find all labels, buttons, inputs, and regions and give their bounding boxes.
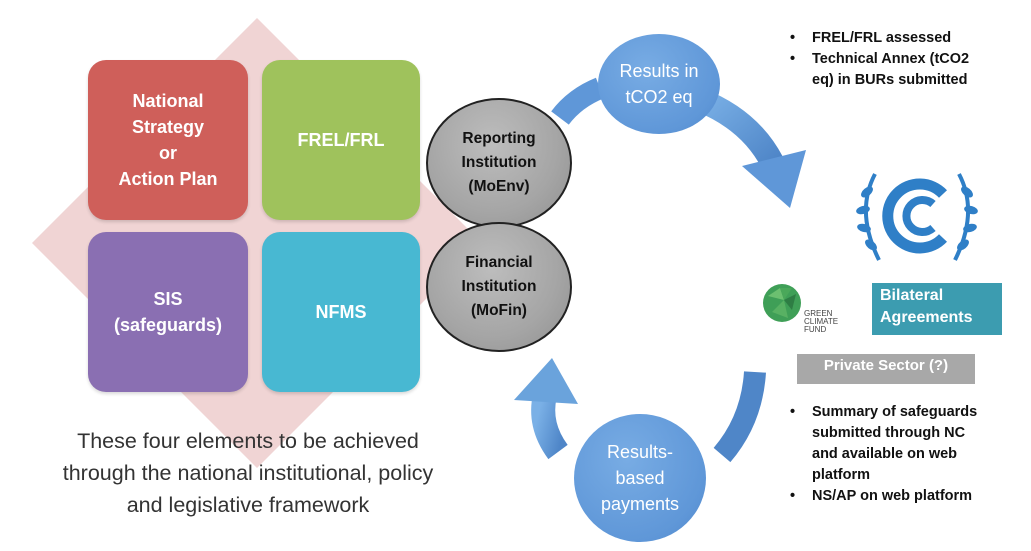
financial-institution-ellipse: Financial Institution (MoFin) xyxy=(426,222,572,352)
gcf-logo-text: GREEN CLIMATE FUND xyxy=(804,309,839,334)
bullet-nsap-web-platform: NS/AP on web platform xyxy=(786,486,1031,507)
private-sector-box: Private Sector (?) xyxy=(797,354,975,384)
sis-safeguards-box: SIS (safeguards) xyxy=(88,232,248,392)
unfccc-logo-icon xyxy=(817,152,1017,284)
national-strategy-box: National Strategy or Action Plan xyxy=(88,60,248,220)
reporting-institution-ellipse: Reporting Institution (MoEnv) xyxy=(426,98,572,228)
frel-frl-box: FREL/FRL xyxy=(262,60,420,220)
top-bullet-list: FREL/FRL assessed Technical Annex (tCO2 … xyxy=(786,28,1031,91)
arrowhead-up xyxy=(514,358,578,404)
arrowhead-down xyxy=(742,150,806,208)
bottom-bullet-list: Summary of safeguards submitted through … xyxy=(786,402,1031,507)
arrow-top-left-arc xyxy=(551,77,605,125)
bullet-technical-annex: Technical Annex (tCO2 eq) in BURs submit… xyxy=(786,49,1031,91)
results-tco2-bubble: Results in tCO2 eq xyxy=(598,34,720,134)
results-based-payments-bubble: Results- based payments xyxy=(574,414,706,542)
framework-caption: These four elements to be achieved throu… xyxy=(62,429,434,517)
arrow-bottom-left-arc xyxy=(531,392,568,460)
gcf-globe-icon xyxy=(763,284,801,322)
bullet-frel-assessed: FREL/FRL assessed xyxy=(786,28,1031,49)
bilateral-agreements-box: Bilateral Agreements xyxy=(872,283,1002,335)
arrow-bottom-right-arc xyxy=(713,371,766,463)
bullet-summary-safeguards: Summary of safeguards submitted through … xyxy=(786,402,1031,486)
nfms-box: NFMS xyxy=(262,232,420,392)
